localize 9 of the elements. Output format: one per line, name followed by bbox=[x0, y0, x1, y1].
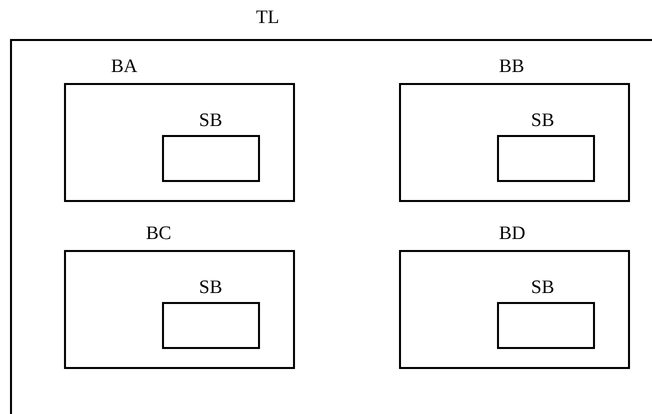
box-label: BC bbox=[146, 224, 172, 243]
box-label: SB bbox=[531, 111, 554, 130]
box-label: BB bbox=[499, 57, 524, 76]
box-label: BA bbox=[111, 57, 138, 76]
box-label: SB bbox=[199, 111, 222, 130]
box-label: TL bbox=[256, 8, 280, 27]
box-label: BD bbox=[499, 224, 526, 243]
box-label: SB bbox=[531, 278, 554, 297]
box-label: SB bbox=[199, 278, 222, 297]
